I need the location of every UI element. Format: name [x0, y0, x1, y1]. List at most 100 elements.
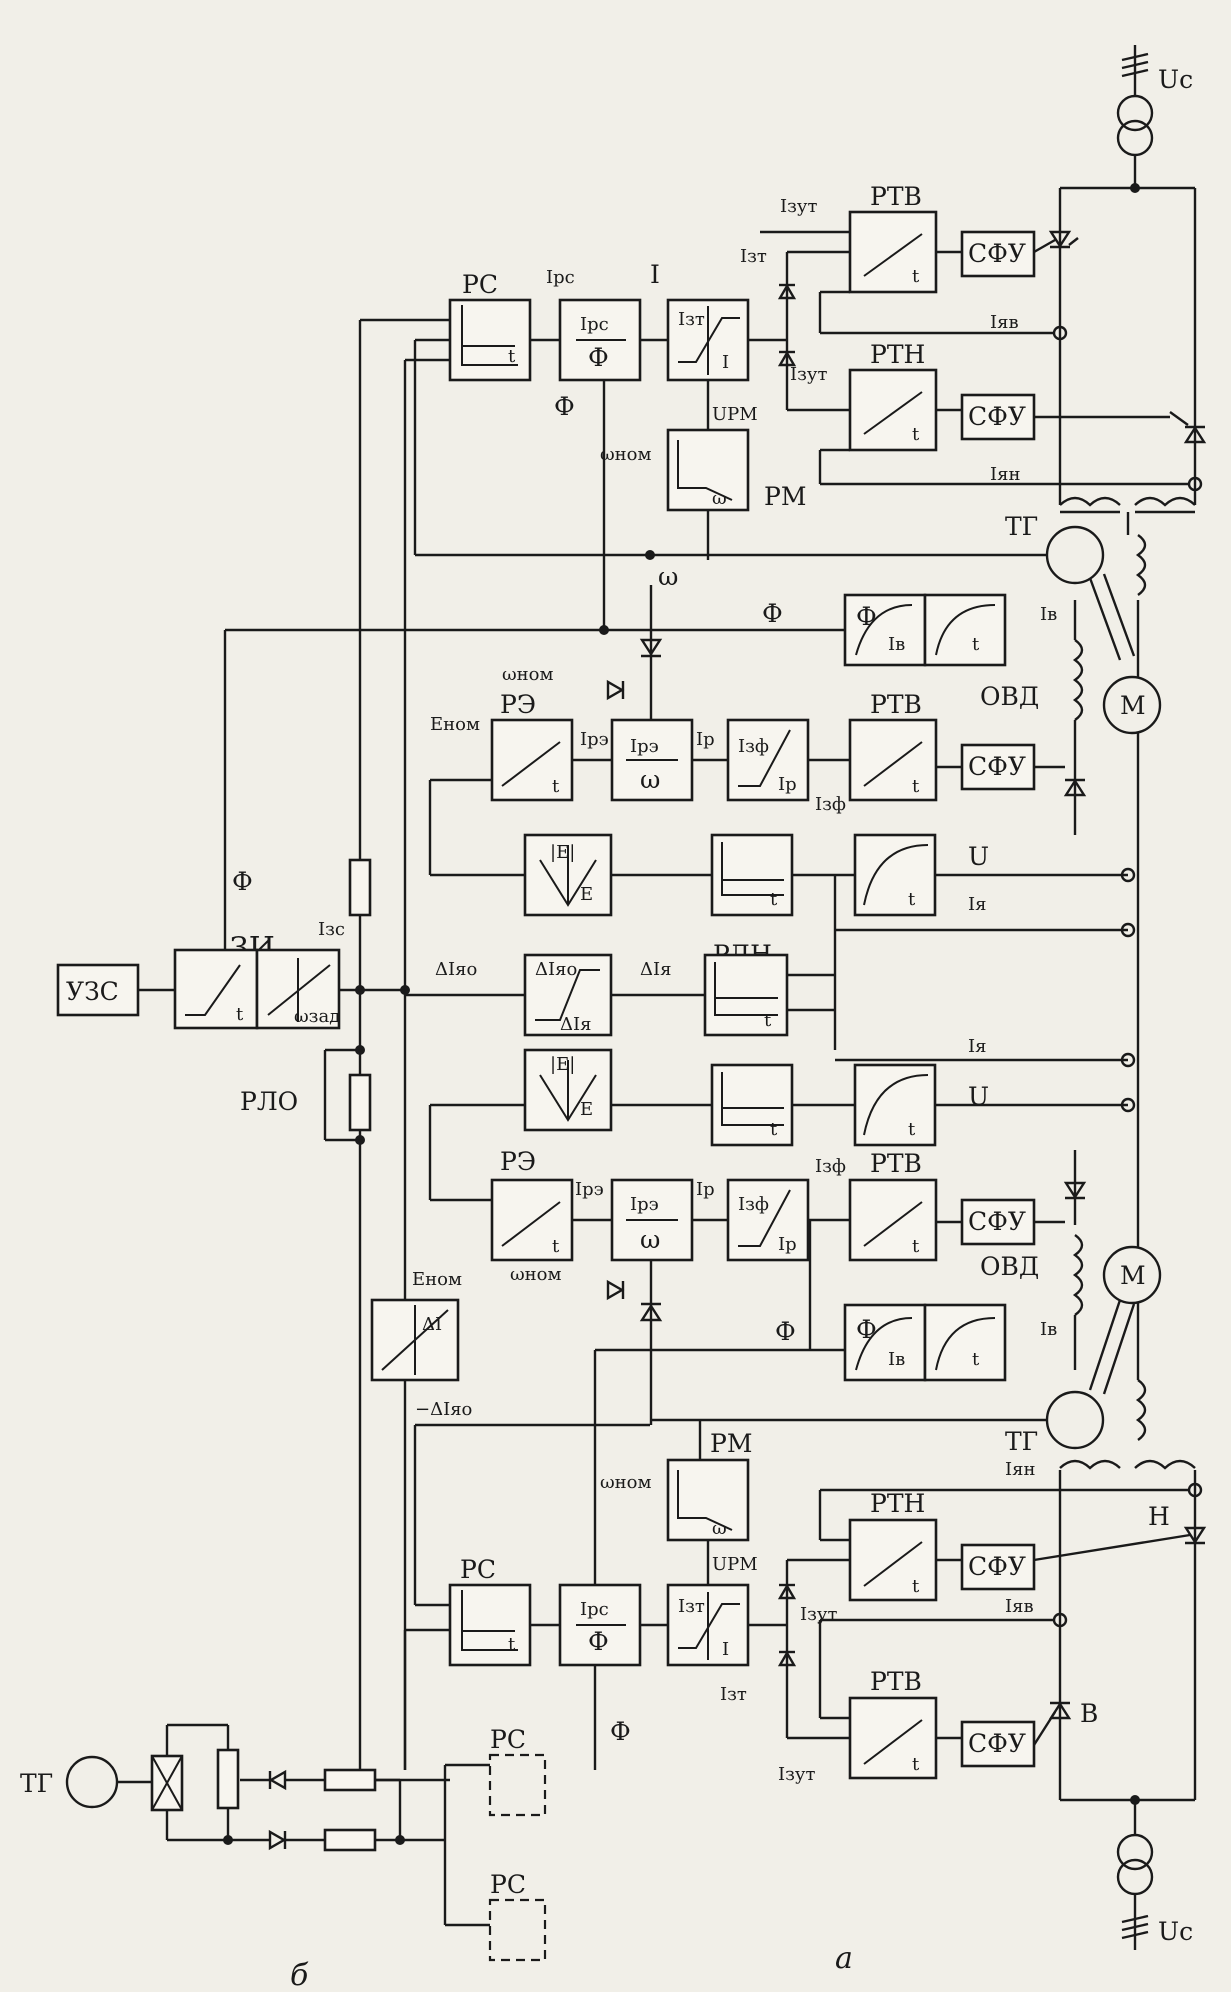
field-winding-bottom: ОВД М ТГ Iв — [651, 1005, 1162, 1456]
svg-text:ΔIя: ΔIя — [640, 959, 671, 980]
svg-text:Ф: Ф — [588, 1627, 609, 1656]
svg-text:Iяв: Iяв — [990, 312, 1019, 333]
svg-text:t: t — [908, 1119, 916, 1140]
svg-text:t: t — [508, 346, 516, 367]
svg-text:Ф: Ф — [610, 1717, 631, 1746]
re-top-label: РЭ — [500, 690, 536, 719]
armature-current-regulators-bottom: РТН t СФУ РТВ t СФУ Iзут Iзт Iзут — [720, 1488, 1191, 1785]
svg-text:U: U — [968, 1082, 989, 1111]
svg-text:UРМ: UРМ — [712, 1554, 758, 1575]
svg-text:Iр: Iр — [696, 1179, 715, 1200]
rlo-label: РЛО — [240, 1087, 298, 1116]
svg-text:РТВ: РТВ — [870, 1149, 922, 1178]
svg-text:Eном: Eном — [430, 714, 480, 735]
svg-text:СФУ: СФУ — [968, 752, 1026, 781]
svg-text:Iр: Iр — [778, 774, 797, 795]
svg-text:Iзф: Iзф — [815, 1156, 846, 1177]
svg-text:t: t — [552, 1236, 560, 1257]
svg-text:Iя: Iя — [968, 894, 986, 915]
svg-text:ωном: ωном — [502, 664, 554, 685]
svg-text:Iзт: Iзт — [720, 1684, 747, 1705]
svg-text:|E|: |E| — [550, 842, 575, 863]
svg-text:UРМ: UРМ — [712, 404, 758, 425]
tachogenerator-motor-top: ТГ ω М — [415, 512, 1162, 1005]
svg-text:t: t — [912, 776, 920, 797]
svg-text:ΔIяо: ΔIяо — [435, 959, 477, 980]
svg-text:ω: ω — [640, 1225, 660, 1254]
svg-text:ΔI: ΔI — [422, 1314, 442, 1335]
svg-text:М: М — [1120, 691, 1146, 720]
svg-text:t: t — [236, 1004, 244, 1025]
svg-text:I: I — [722, 1639, 729, 1660]
svg-text:М: М — [1120, 1261, 1146, 1290]
svg-text:ω: ω — [658, 562, 678, 591]
svg-text:−ΔIяо: −ΔIяо — [415, 1399, 472, 1420]
svg-text:t: t — [908, 889, 916, 910]
svg-text:Iзут: Iзут — [778, 1764, 816, 1785]
svg-text:Iр: Iр — [778, 1234, 797, 1255]
svg-text:Iрс: Iрс — [580, 1599, 609, 1620]
svg-text:t: t — [912, 1236, 920, 1257]
svg-text:Iрэ: Iрэ — [580, 729, 609, 750]
svg-text:ΔIяо: ΔIяо — [535, 959, 577, 980]
svg-text:РМ: РМ — [710, 1429, 752, 1458]
svg-text:t: t — [552, 776, 560, 797]
svg-text:|E|: |E| — [550, 1054, 575, 1075]
flux-chain-bottom: Ф Iв t Ф Ф — [593, 1220, 1007, 1770]
svg-text:U: U — [968, 842, 989, 871]
current-distribution-regulator: РДН t ΔIя ΔIяо ΔIяо ΔIя — [405, 930, 837, 1050]
svg-text:Iя: Iя — [968, 1036, 986, 1057]
svg-text:Ф: Ф — [856, 1315, 877, 1344]
svg-text:СФУ: СФУ — [968, 1729, 1026, 1758]
svg-text:ΔIя: ΔIя — [560, 1014, 591, 1035]
svg-text:Iзт: Iзт — [678, 309, 705, 330]
svg-text:t: t — [972, 1349, 980, 1370]
svg-text:ωном: ωном — [600, 444, 652, 465]
emf-regulator-top: РЭ t Eном Iрэ Iрэ ω Iр Iзф Iр РТВ t СФУ … — [430, 585, 1065, 815]
svg-text:Iзс: Iзс — [318, 919, 345, 940]
emf-feedback-bottom: |E| E t t U Iя — [428, 1036, 1136, 1202]
speed-regulator-top: РС t Iрс — [448, 267, 575, 382]
svg-text:ωном: ωном — [600, 1472, 652, 1493]
rtv-top-label: РТВ — [870, 182, 922, 211]
irs-label: Iрс — [546, 267, 575, 288]
speed-limiter-rm-bottom: РМ ω ωном UРМ — [600, 1420, 758, 1585]
speed-limiter-rm-top: ω РМ ωном UРМ — [600, 380, 806, 560]
svg-text:Iв: Iв — [1040, 604, 1057, 625]
svg-text:Ф: Ф — [554, 392, 575, 421]
svg-text:РС: РС — [490, 1870, 526, 1899]
svg-text:ОВД: ОВД — [980, 1252, 1039, 1281]
svg-text:Iрэ: Iрэ — [630, 1194, 659, 1215]
rs-top-label: РС — [462, 270, 498, 299]
speed-regulator-bottom: РС t Iрс Ф Iзт I — [360, 1425, 787, 1782]
svg-text:ω: ω — [712, 488, 727, 509]
svg-text:ω: ω — [640, 765, 660, 794]
svg-text:Iян: Iян — [990, 464, 1020, 485]
svg-text:I: I — [650, 260, 660, 289]
svg-text:t: t — [770, 1119, 778, 1140]
uc-top-label: Uc — [1158, 65, 1193, 94]
svg-text:t: t — [912, 1754, 920, 1775]
svg-text:t: t — [912, 1576, 920, 1597]
svg-text:Ф: Ф — [232, 867, 253, 896]
svg-text:ТГ: ТГ — [1005, 512, 1038, 541]
svg-text:РЭ: РЭ — [500, 1147, 536, 1176]
svg-text:Iрэ: Iрэ — [630, 736, 659, 757]
svg-text:РС: РС — [460, 1555, 496, 1584]
part-a-label: а — [835, 1941, 853, 1976]
svg-text:Iв: Iв — [888, 634, 905, 655]
svg-text:Н: Н — [1148, 1502, 1170, 1531]
svg-text:В: В — [1080, 1699, 1098, 1728]
armature-current-regulators-top: РТВ t СФУ РТН t СФУ Iзут Iзт Iзут Iяв Iя… — [740, 182, 1189, 486]
svg-text:t: t — [770, 889, 778, 910]
svg-text:СФУ: СФУ — [968, 402, 1026, 431]
svg-text:Iр: Iр — [696, 729, 715, 750]
svg-text:Iзт: Iзт — [678, 1596, 705, 1617]
svg-text:Iрэ: Iрэ — [575, 1179, 604, 1200]
part-b-label: б — [290, 1958, 309, 1992]
svg-text:t: t — [972, 634, 980, 655]
svg-text:РТН: РТН — [870, 1489, 925, 1518]
divider-irs-phi-top: Iрс Ф — [558, 298, 642, 382]
svg-text:Iзф: Iзф — [738, 736, 769, 757]
